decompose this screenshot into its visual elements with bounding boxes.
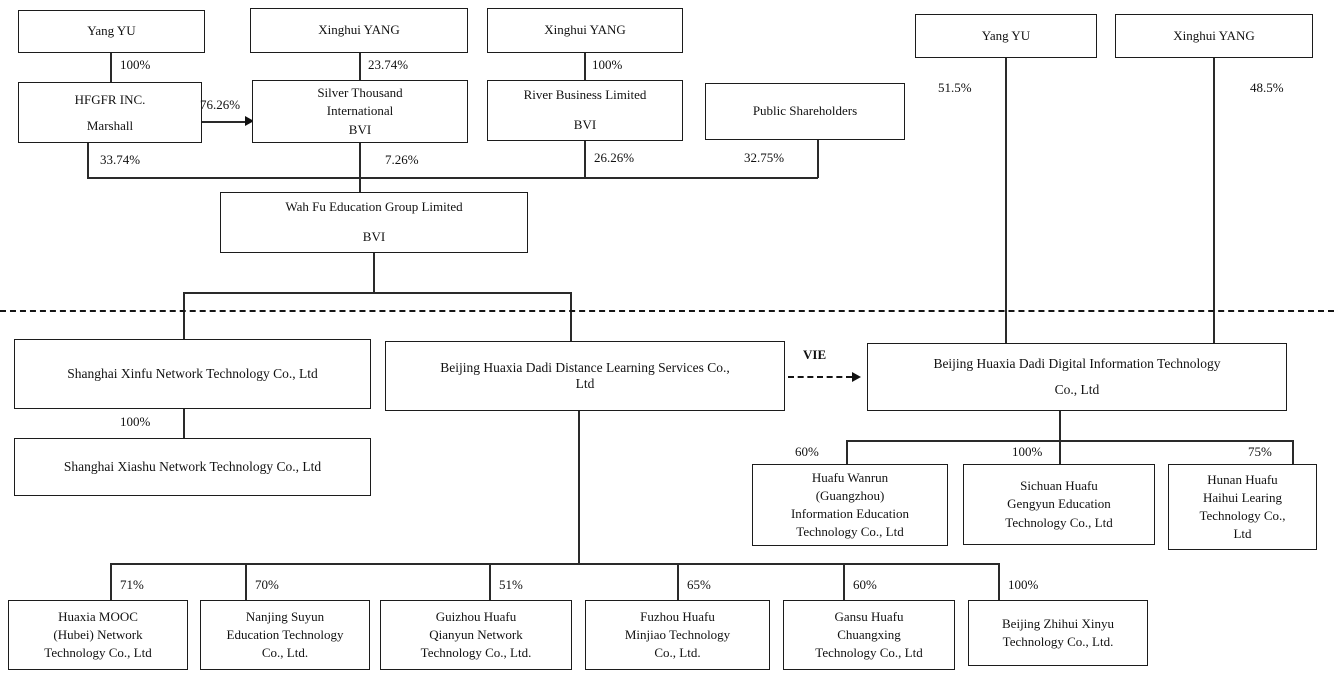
ownership-label-yangyu-digital: 51.5% [938,80,972,95]
connector-branch-sichuan [1059,440,1061,464]
node-beijing-zhihui: Beijing Zhihui Xinyu Technology Co., Ltd… [968,600,1148,666]
connector-distance-down [578,411,580,564]
ownership-label-distance-mooc: 71% [120,577,144,592]
ownership-label-digital-wanrun: 60% [795,444,819,459]
node-guizhou-huafu: Guizhou Huafu Qianyun Network Technology… [380,600,572,670]
ownership-label-distance-guizhou: 51% [499,577,523,592]
connector-branch-zhihui [998,563,1000,600]
shareholder-bus-line [87,177,818,179]
node-yang-yu-right: Yang YU [915,14,1097,58]
ownership-label-river-wahfu: 26.26% [594,150,635,165]
vie-dashed-line [788,376,852,378]
connector-xinghui-digital [1213,58,1215,343]
ownership-label-hfgfr-wahfu: 33.74% [100,152,141,167]
node-sichuan-huafu: Sichuan Huafu Gengyun Education Technolo… [963,464,1155,545]
ownership-label-distance-gansu: 60% [853,577,877,592]
connector-yangyu-hfgfr [110,53,112,82]
connector-branch-mooc [110,563,112,600]
node-huaxia-mooc: Huaxia MOOC (Hubei) Network Technology C… [8,600,188,670]
ownership-label-xinghui-river: 100% [592,57,623,72]
node-huafu-wanrun: Huafu Wanrun (Guangzhou) Information Edu… [752,464,948,546]
connector-hfgfr-bus [87,143,89,178]
node-shanghai-xiashu: Shanghai Xiashu Network Technology Co., … [14,438,371,496]
connector-hfgfr-silver [202,121,246,123]
connector-public-bus [817,140,819,178]
connector-branch-guizhou [489,563,491,600]
connector-digital-down [1059,411,1061,441]
connector-wahfu-down [373,253,375,293]
connector-branch-xinfu [183,292,185,339]
ownership-label-distance-fuzhou: 65% [687,577,711,592]
ownership-label-distance-zhihui: 100% [1008,577,1039,592]
node-public-shareholders: Public Shareholders [705,83,905,140]
arrowhead-hfgfr-silver-icon [245,116,254,126]
node-gansu-huafu: Gansu Huafu Chuangxing Technology Co., L… [783,600,955,670]
ownership-label-distance-nanjing: 70% [255,577,279,592]
node-river-business: River Business Limited BVI [487,80,683,141]
connector-xinghui-silver [359,53,361,80]
node-wah-fu: Wah Fu Education Group Limited BVI [220,192,528,253]
connector-xinghui-river [584,53,586,80]
ownership-label-hfgfr-silver: 76.26% [200,97,241,112]
connector-xinfu-xiashu [183,409,185,438]
connector-branch-hunan [1292,440,1294,464]
connector-branch-wanrun [846,440,848,464]
vie-arrowhead-icon [852,372,861,382]
node-beijing-digital: Beijing Huaxia Dadi Digital Information … [867,343,1287,411]
connector-yangyu-digital [1005,58,1007,343]
vie-label: VIE [803,347,827,362]
connector-river-bus [584,140,586,178]
ownership-label-silver-wahfu: 7.26% [385,152,419,167]
connector-branch-nanjing [245,563,247,600]
ownership-label-xinfu-xiashu: 100% [120,414,151,429]
ownership-label-public-wahfu: 32.75% [744,150,785,165]
offshore-onshore-divider [0,310,1334,312]
ownership-label-xinghui-digital: 48.5% [1250,80,1284,95]
node-yang-yu-left: Yang YU [18,10,205,53]
ownership-label-yangyu-hfgfr: 100% [120,57,151,72]
connector-branch-gansu [843,563,845,600]
node-nanjing-suyun: Nanjing Suyun Education Technology Co., … [200,600,370,670]
node-hunan-huafu: Hunan Huafu Haihui Learing Technology Co… [1168,464,1317,550]
ownership-label-xinghui-silver: 23.74% [368,57,409,72]
node-xinghui-yang-river: Xinghui YANG [487,8,683,53]
ownership-label-digital-hunan: 75% [1248,444,1272,459]
connector-branch-fuzhou [677,563,679,600]
node-shanghai-xinfu: Shanghai Xinfu Network Technology Co., L… [14,339,371,409]
node-beijing-distance: Beijing Huaxia Dadi Distance Learning Se… [385,341,785,411]
wahfu-branch-line [183,292,572,294]
node-fuzhou-huafu: Fuzhou Huafu Minjiao Technology Co., Ltd… [585,600,770,670]
distance-branch-line [110,563,999,565]
node-hfgfr: HFGFR INC. Marshall [18,82,202,143]
digital-branch-line [846,440,1293,442]
node-xinghui-yang-silver: Xinghui YANG [250,8,468,53]
node-xinghui-yang-right: Xinghui YANG [1115,14,1313,58]
ownership-label-digital-sichuan: 100% [1012,444,1043,459]
node-silver-thousand: Silver Thousand International BVI [252,80,468,143]
connector-branch-distance [570,292,572,341]
connector-silver-wahfu [359,143,361,192]
